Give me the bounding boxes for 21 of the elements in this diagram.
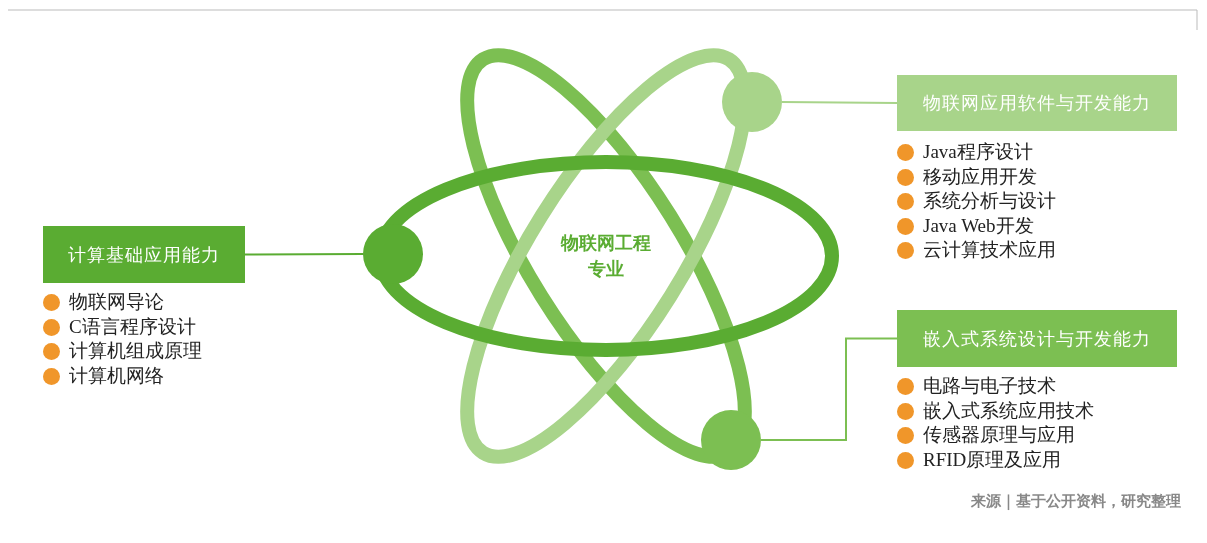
list-item: Java Web开发 [923,213,1034,238]
connector-line [244,253,364,256]
list-item: 系统分析与设计 [923,189,1056,213]
category-box: 物联网应用软件与开发能力 [897,75,1177,131]
source-note: 来源｜基于公开资料，研究整理 [971,492,1181,511]
list-item: 云计算技术应用 [923,238,1056,262]
center-label: 物联网工程专业 [556,230,656,282]
connector-line [781,101,898,104]
list-item: 电路与电子技术 [923,374,1056,398]
list-item: 计算机组成原理 [69,339,202,363]
category-box: 计算基础应用能力 [43,226,245,283]
list-item: RFID原理及应用 [923,447,1062,472]
category-box: 嵌入式系统设计与开发能力 [897,310,1177,367]
list-item: C语言程序设计 [69,314,196,339]
list-item: 物联网导论 [69,290,164,314]
list-item: 传感器原理与应用 [923,423,1075,447]
list-item: Java程序设计 [923,140,1033,164]
connector-line [760,337,898,441]
list-item: 移动应用开发 [923,164,1037,189]
list-item: 嵌入式系统应用技术 [923,398,1094,423]
list-item: 计算机网络 [69,363,164,388]
